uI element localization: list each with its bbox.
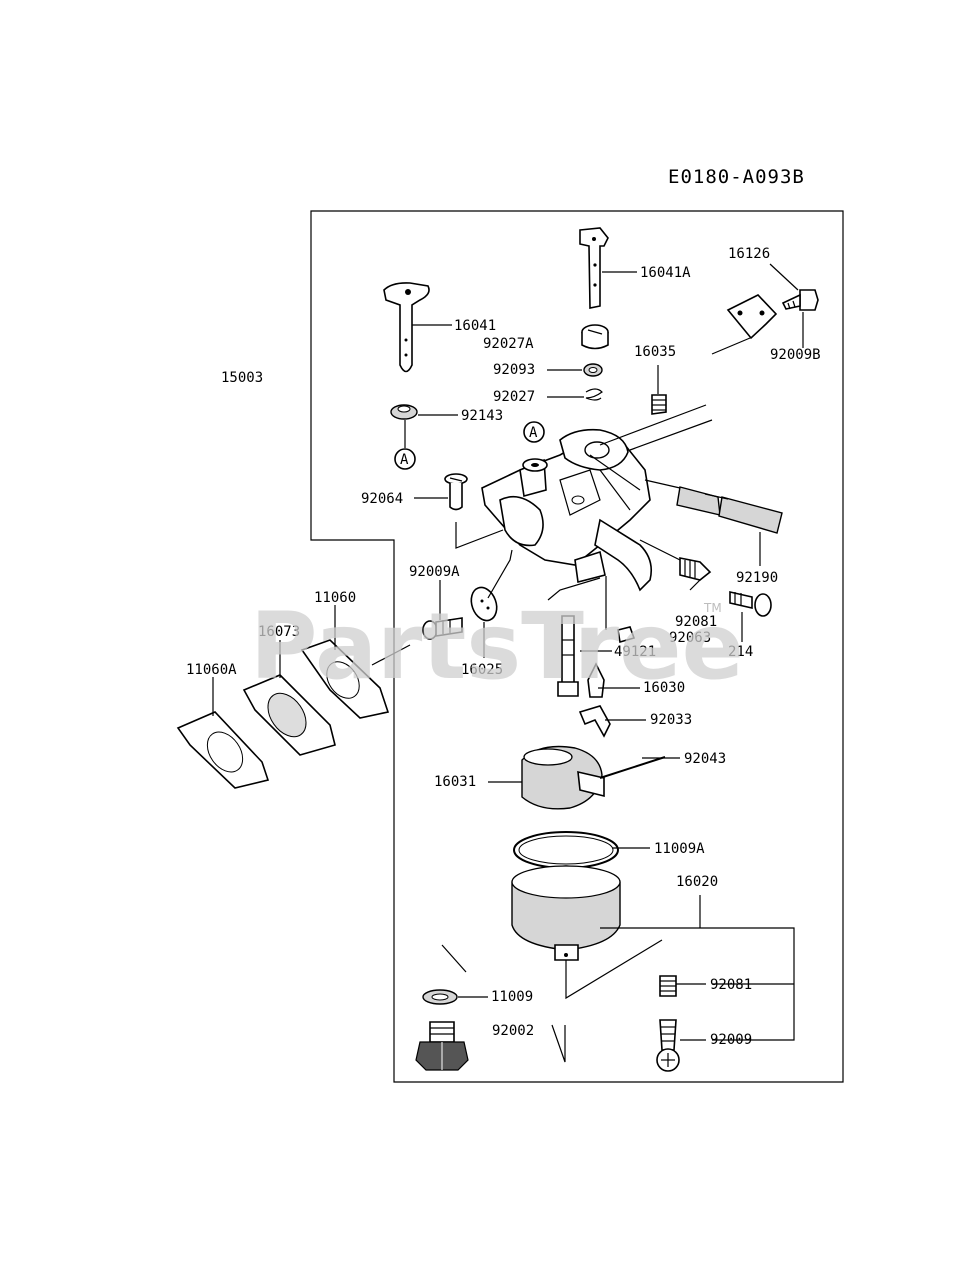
label-92081-lower: 92081 [710, 977, 752, 993]
svg-text:A: A [400, 452, 409, 468]
insulator-16073-part [242, 674, 336, 756]
gasket-11060-part [300, 639, 390, 719]
label-92027: 92027 [493, 389, 535, 405]
label-16020: 16020 [676, 874, 718, 890]
label-92190: 92190 [736, 570, 778, 586]
float-pin-92043-part [599, 756, 666, 779]
leader-lines [212, 263, 804, 1063]
gasket-11060a-part [176, 711, 270, 789]
label-92009a: 92009A [409, 564, 460, 580]
label-92093: 92093 [493, 362, 535, 378]
float-16031-part [521, 745, 605, 810]
label-11009a: 11009A [654, 841, 705, 857]
label-16126: 16126 [728, 246, 770, 262]
throttle-plate-part [470, 586, 498, 622]
label-92033: 92033 [650, 712, 692, 728]
spring-92081-part [679, 557, 712, 581]
label-92027a: 92027A [483, 336, 534, 352]
diagram-code: E0180-A093B [668, 166, 805, 188]
watermark: PartsTree [250, 593, 744, 700]
label-16035: 16035 [634, 344, 676, 360]
label-11009: 11009 [491, 989, 533, 1005]
carburetor-body-part [481, 428, 653, 592]
callout-marker-a-left: A [394, 448, 416, 470]
bowl-oring-11009a-part [513, 831, 619, 869]
o-ring-92093-part [583, 363, 603, 377]
label-16073: 16073 [258, 624, 300, 640]
pilot-jet-cap-part [581, 324, 609, 350]
watermark-trademark: TM [703, 601, 722, 615]
svg-text:A: A [529, 425, 538, 441]
screw-92009a-part [422, 617, 463, 640]
label-92064: 92064 [361, 491, 403, 507]
label-49121: 49121 [614, 644, 656, 660]
label-16030: 16030 [643, 680, 685, 696]
label-15003: 15003 [221, 370, 263, 386]
screw-214-part [729, 590, 772, 617]
label-16041: 16041 [454, 318, 496, 334]
label-11060: 11060 [314, 590, 356, 606]
assembly-boundary [310, 210, 844, 1083]
label-92081-upper: 92081 [675, 614, 717, 630]
label-16025: 16025 [461, 662, 503, 678]
label-92009: 92009 [710, 1032, 752, 1048]
idle-screw-part [651, 394, 667, 415]
drain-bolt-92002-part [415, 1021, 469, 1071]
label-92009b: 92009B [770, 347, 821, 363]
float-bowl-16020-part [511, 865, 621, 961]
choke-shaft-part [579, 227, 609, 309]
callout-marker-a-body: A [523, 421, 545, 443]
screw-92009b-part [781, 289, 819, 311]
spring-92081-bottom-part [659, 975, 677, 997]
choke-plate-part [726, 294, 778, 340]
washer-11009-part [422, 989, 458, 1005]
label-11060a: 11060A [186, 662, 237, 678]
label-16041a: 16041A [640, 265, 691, 281]
label-214: 214 [728, 644, 753, 660]
screw-92009-part [656, 1019, 680, 1072]
clip-92033-part [578, 705, 611, 738]
plug-92143-part [390, 404, 418, 420]
main-jet-part [444, 473, 468, 511]
label-92063: 92063 [669, 630, 711, 646]
label-92043: 92043 [684, 751, 726, 767]
emulsion-tube-part [557, 615, 579, 697]
label-16031: 16031 [434, 774, 476, 790]
spring-92027-part [585, 388, 603, 401]
label-92143: 92143 [461, 408, 503, 424]
throttle-shaft-part [383, 282, 430, 373]
label-92002: 92002 [492, 1023, 534, 1039]
needle-49121-part [617, 626, 636, 644]
tube-92190-part [676, 486, 783, 534]
